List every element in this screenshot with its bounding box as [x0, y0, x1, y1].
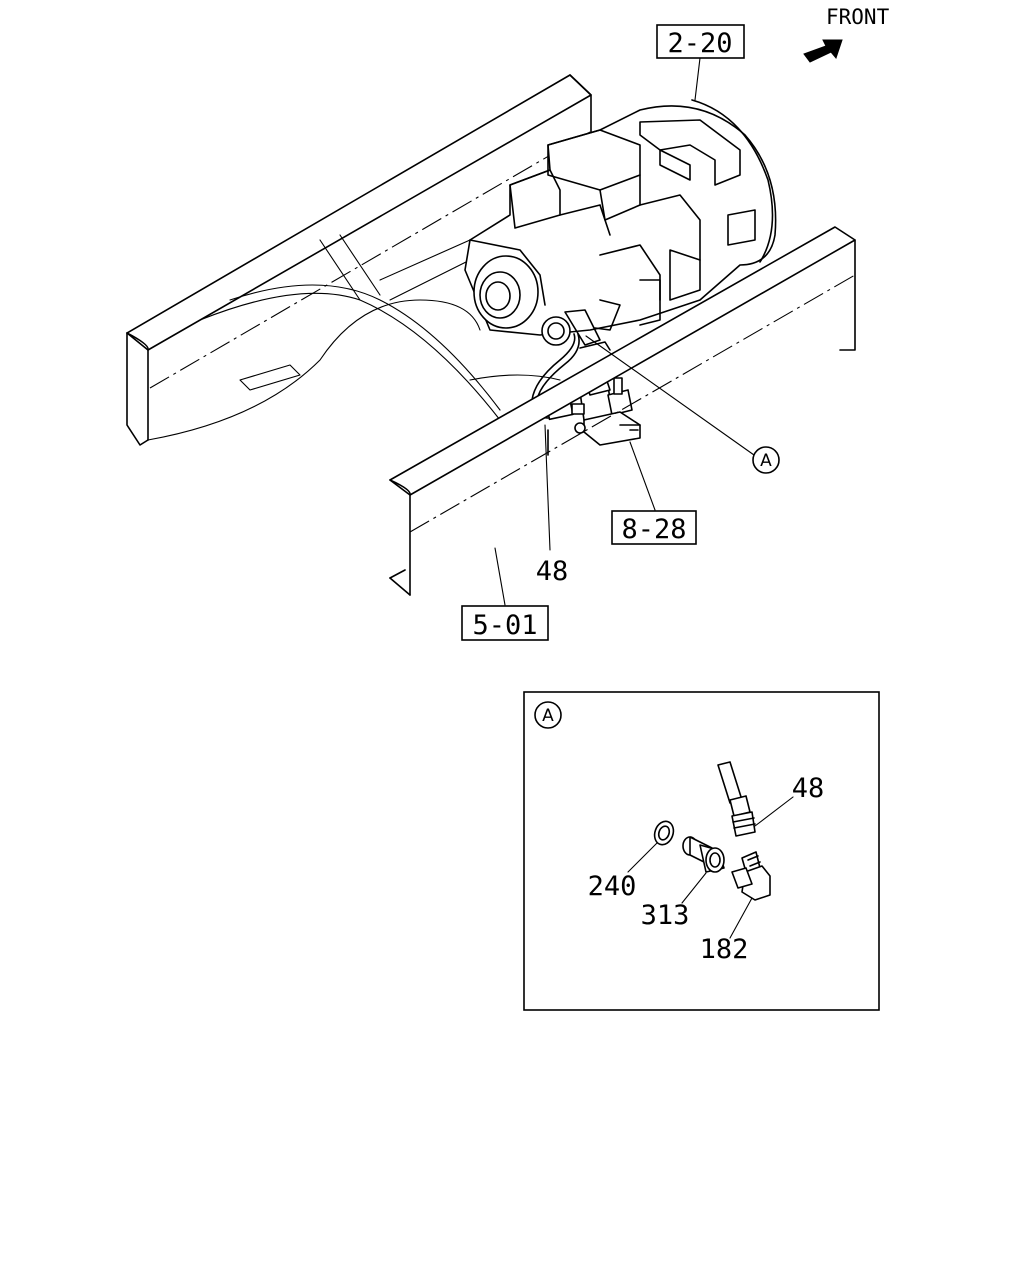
detail-elbow-182: 182 [700, 851, 771, 965]
detail-182-label: 182 [700, 934, 749, 965]
detail-313-label: 313 [641, 900, 690, 931]
callout-2-20-label: 2-20 [667, 28, 732, 59]
detail-washer-240: 240 [588, 820, 675, 902]
harness-48-label: 48 [536, 556, 569, 587]
callout-2-20: 2-20 [656, 24, 745, 59]
front-label: FRONT [826, 5, 890, 29]
frame-rail-front [389, 226, 856, 596]
detail-view-a: A 48 240 313 [523, 691, 880, 1011]
callout-5-01-label: 5-01 [472, 610, 537, 641]
transmission [464, 99, 777, 351]
detail-48-label: 48 [792, 773, 825, 804]
detail-marker-label: A [542, 706, 554, 726]
detail-harness-48: 48 [717, 761, 825, 837]
callout-48-main: 48 [536, 556, 569, 587]
cross-member [147, 234, 561, 441]
callout-5-01: 5-01 [461, 605, 549, 641]
callout-a-marker: A [752, 446, 780, 474]
frame-rail-rear [126, 74, 592, 446]
callout-8-28-label: 8-28 [621, 514, 686, 545]
front-indicator: FRONT [803, 5, 890, 63]
marker-a-label: A [760, 451, 772, 471]
front-arrow-icon [803, 39, 843, 63]
detail-240-label: 240 [588, 871, 637, 902]
callout-8-28: 8-28 [611, 510, 697, 545]
detail-adapter-313: 313 [641, 836, 725, 931]
leader-lines [494, 57, 755, 606]
solenoid-valve [571, 374, 641, 446]
